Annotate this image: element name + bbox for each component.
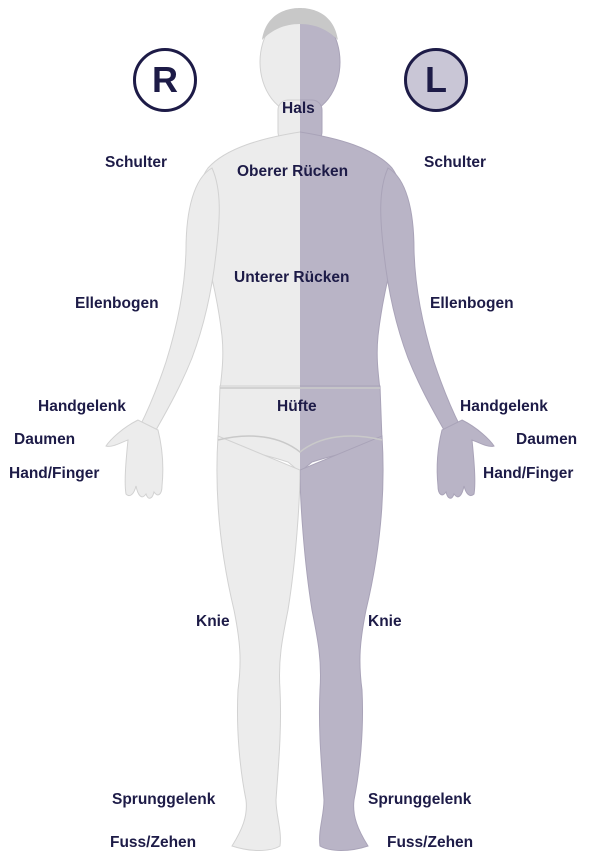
region-shoulder-left[interactable]: Schulter	[424, 154, 486, 172]
region-foot-toes-right[interactable]: Fuss/Zehen	[110, 834, 196, 852]
region-shoulder-right[interactable]: Schulter	[105, 154, 167, 172]
left-body-half[interactable]	[106, 10, 494, 851]
region-elbow-left[interactable]: Ellenbogen	[430, 295, 514, 313]
region-wrist-right[interactable]: Handgelenk	[38, 398, 126, 416]
region-thumb-right[interactable]: Daumen	[14, 431, 75, 449]
region-neck[interactable]: Hals	[282, 100, 315, 118]
region-knee-right[interactable]: Knie	[196, 613, 230, 631]
region-elbow-right[interactable]: Ellenbogen	[75, 295, 159, 313]
left-side-badge[interactable]: L	[404, 48, 468, 112]
region-foot-toes-left[interactable]: Fuss/Zehen	[387, 834, 473, 852]
right-side-badge[interactable]: R	[133, 48, 197, 112]
region-knee-left[interactable]: Knie	[368, 613, 402, 631]
region-wrist-left[interactable]: Handgelenk	[460, 398, 548, 416]
region-hand-fingers-left[interactable]: Hand/Finger	[483, 465, 573, 483]
region-ankle-left[interactable]: Sprunggelenk	[368, 791, 471, 809]
region-upper-back[interactable]: Oberer Rücken	[237, 163, 348, 181]
region-thumb-left[interactable]: Daumen	[516, 431, 577, 449]
region-ankle-right[interactable]: Sprunggelenk	[112, 791, 215, 809]
region-hand-fingers-right[interactable]: Hand/Finger	[9, 465, 99, 483]
region-lower-back[interactable]: Unterer Rücken	[234, 269, 349, 287]
region-hip[interactable]: Hüfte	[277, 398, 317, 416]
